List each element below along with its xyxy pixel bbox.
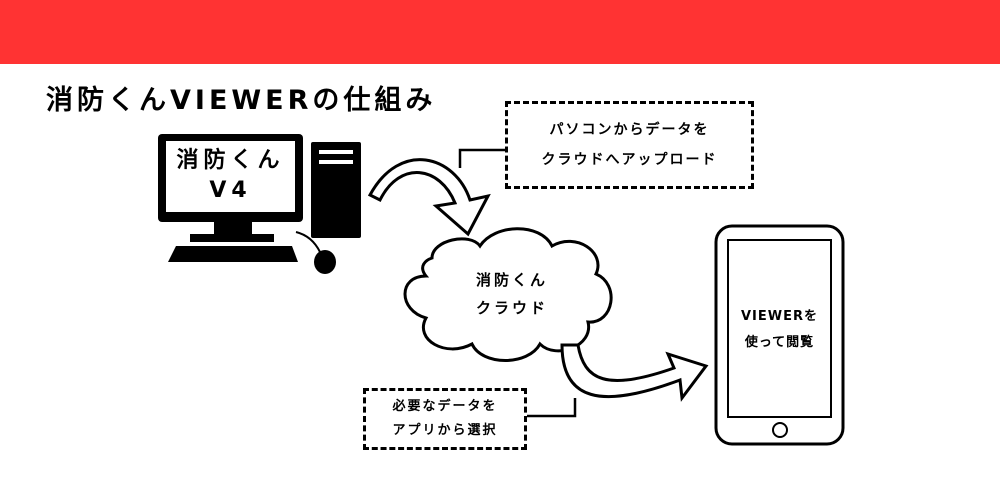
select-note-box: 必要なデータを アプリから選択: [363, 388, 527, 450]
smartphone-icon: [714, 224, 845, 446]
select-note-connector: [527, 398, 577, 418]
monitor-icon: [158, 134, 303, 242]
view-arrow-icon: [560, 343, 709, 402]
pc-tower-icon: [311, 142, 361, 238]
phone-screen-label: VIEWERを 使って閲覧: [740, 309, 818, 350]
upload-note-box: パソコンからデータを クラウドへアップロード: [505, 101, 754, 189]
mouse-icon: [295, 231, 336, 274]
cloud-label: 消防くん クラウド: [475, 271, 548, 317]
pc-screen-label: 消防くん V4: [176, 148, 285, 203]
header-banner: [0, 0, 1000, 64]
page-title: 消防くんVIEWERの仕組み: [46, 85, 437, 116]
upload-note-connector: [458, 148, 505, 168]
upload-arrow-icon: [367, 158, 491, 237]
keyboard-icon: [168, 246, 298, 262]
